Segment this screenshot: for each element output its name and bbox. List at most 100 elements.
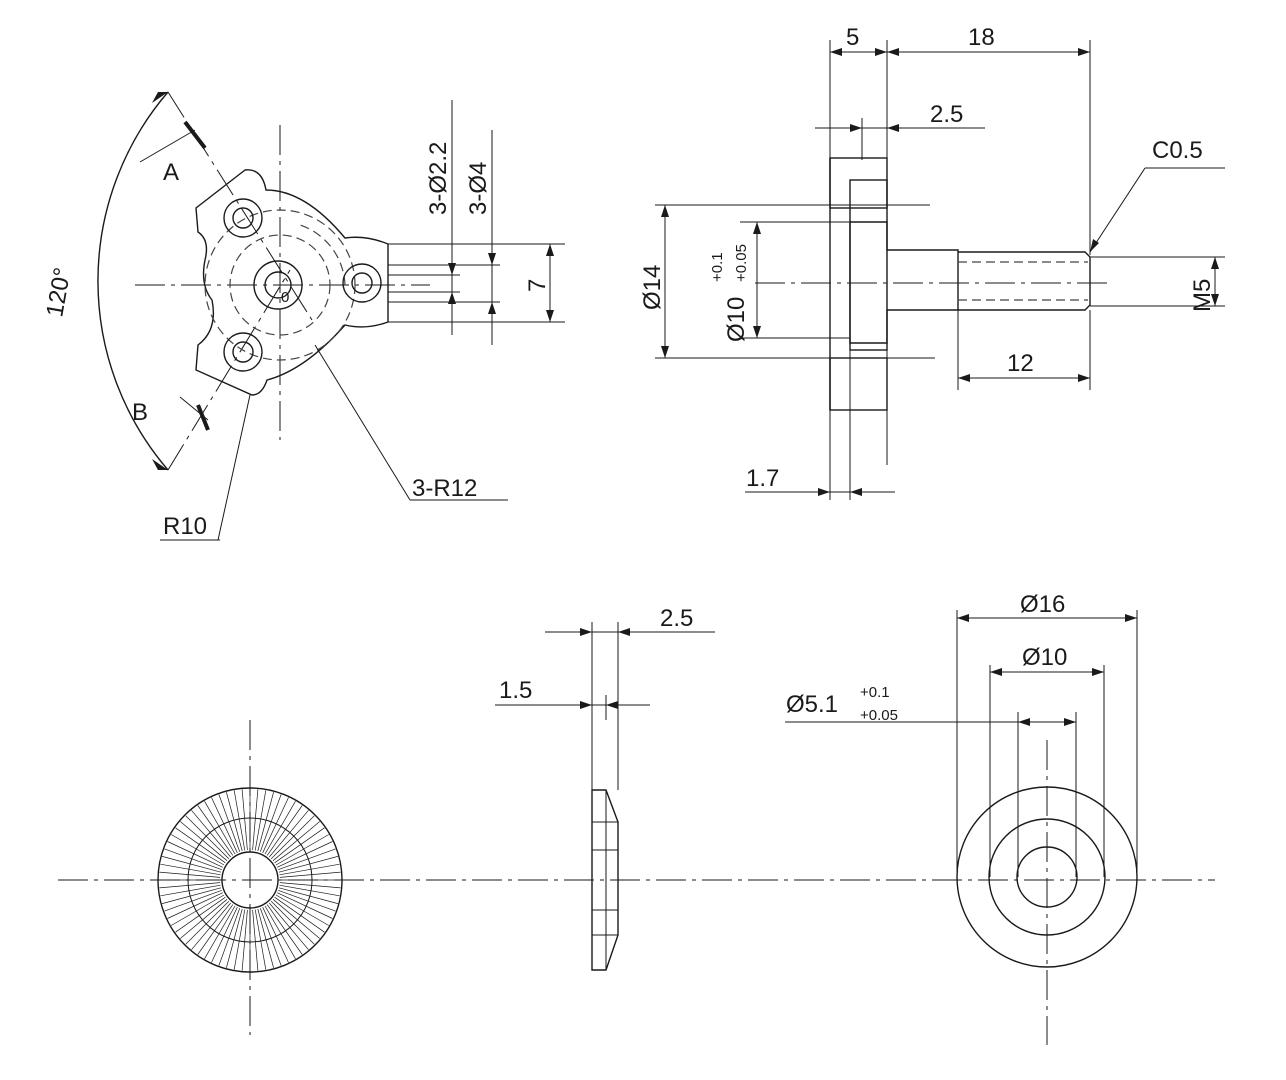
knurl-line <box>164 848 222 871</box>
thread-outline <box>958 251 1091 311</box>
knurl-line <box>211 907 238 963</box>
section-label-b: B <box>132 399 148 426</box>
knurl-line <box>278 856 338 873</box>
knurl-line <box>274 896 325 933</box>
knurl-line <box>218 794 241 852</box>
hole-center <box>253 260 303 310</box>
side-dim-2-5-label: 2.5 <box>660 605 693 632</box>
knurl-line <box>171 834 225 866</box>
knurl-line <box>269 810 309 858</box>
knurl-line <box>275 894 329 926</box>
knurl-line <box>270 900 315 945</box>
r10-leader <box>217 394 251 541</box>
disk-outer <box>157 787 343 973</box>
dia-5-1-tol-lower: +0.05 <box>860 707 898 724</box>
flange-outline <box>849 179 888 351</box>
knurl-line <box>162 887 222 904</box>
knurl-line <box>274 827 325 864</box>
knurl-line <box>275 834 329 866</box>
knurl-line <box>264 905 296 959</box>
knurl-line <box>211 797 238 853</box>
knurl-line <box>197 805 234 856</box>
hole-right <box>342 263 382 303</box>
washer-d5-1 <box>1016 846 1078 908</box>
knurl-line <box>241 789 248 851</box>
knurl-line <box>277 841 333 868</box>
knurl-line <box>226 792 243 852</box>
knurl-line <box>279 882 341 889</box>
top-left-view: 0 120° A B R10 3-R12 <box>41 91 565 541</box>
flange-top-hatch <box>829 157 888 209</box>
dim-12-label: 12 <box>1007 350 1034 377</box>
knurl-line <box>252 789 259 851</box>
knurl-line <box>185 815 230 860</box>
dim-1-7-label: 1.7 <box>746 465 779 492</box>
dia-16-label: Ø16 <box>1020 591 1065 618</box>
knurl-line <box>164 889 222 912</box>
side-dim-1-5-label: 1.5 <box>499 677 532 704</box>
knurl-line <box>279 863 340 876</box>
knurl-line <box>270 815 315 860</box>
pitch-circle <box>204 209 356 361</box>
dia-10-tol-lower: +0.05 <box>733 244 750 282</box>
knurl-line <box>175 827 226 864</box>
knurl-line <box>279 884 340 897</box>
thread-label: M5 <box>1189 279 1216 312</box>
knurl-lines <box>159 789 341 971</box>
knurl-line <box>167 841 223 868</box>
radius-r10-label: R10 <box>163 513 207 540</box>
knurl-line <box>218 908 241 966</box>
section-leader-b <box>179 396 209 421</box>
dia-10-label: Ø10 <box>723 297 750 342</box>
hub-circle <box>229 234 331 336</box>
knurl-line <box>171 894 225 926</box>
dia-10-tol-upper: +0.1 <box>709 252 726 282</box>
knurl-line <box>160 863 221 876</box>
angle-label: 120° <box>41 265 76 319</box>
knurl-line <box>180 821 228 861</box>
knurl-line <box>167 892 223 919</box>
washer-d10 <box>988 818 1106 936</box>
section-mark-b <box>196 404 210 431</box>
knurl-line <box>277 892 333 919</box>
knurl-line <box>162 856 222 873</box>
knurl-line <box>226 908 243 968</box>
flange-bot-hatch <box>829 357 888 411</box>
knurl-line <box>191 810 231 858</box>
chamfer-leader <box>1089 167 1146 253</box>
dia-14-label: Ø14 <box>639 265 666 310</box>
hole-bottom <box>223 332 263 372</box>
knurl-line <box>257 908 274 968</box>
knurl-line <box>279 871 341 878</box>
knurl-line <box>204 905 236 959</box>
radius-r12-label: 3-R12 <box>412 475 477 502</box>
chamfer-label: C0.5 <box>1152 137 1203 164</box>
dim-2-5-label: 2.5 <box>930 101 963 128</box>
knurl-line <box>159 882 221 889</box>
dim-5-label: 5 <box>846 24 859 51</box>
section-leader-a <box>139 129 196 163</box>
side-view: 2.5 1.5 <box>495 605 715 971</box>
knurl-line <box>197 904 234 955</box>
knurled-disk-view <box>157 720 343 1035</box>
section-mark-a <box>183 120 207 150</box>
knurl-line <box>175 896 226 933</box>
knurl-line <box>241 909 248 971</box>
knurl-line <box>269 902 309 950</box>
knurl-line <box>233 790 246 851</box>
hole-small-label: 3-Ø2.2 <box>425 142 452 215</box>
r12-arc-1 <box>299 224 346 286</box>
knurl-line <box>278 848 336 871</box>
width-7-label: 7 <box>524 279 551 292</box>
dim-18-label: 18 <box>968 24 995 51</box>
hole-large-label: 3-Ø4 <box>465 162 492 215</box>
dia-5-1-tol-upper: +0.1 <box>860 684 890 701</box>
knurl-line <box>191 902 231 950</box>
knurl-line <box>272 899 320 939</box>
knurl-line <box>159 871 221 878</box>
angle-arrow-top <box>152 92 168 103</box>
knurl-line <box>254 909 267 970</box>
knurl-line <box>180 899 228 939</box>
hole-top <box>223 198 263 238</box>
